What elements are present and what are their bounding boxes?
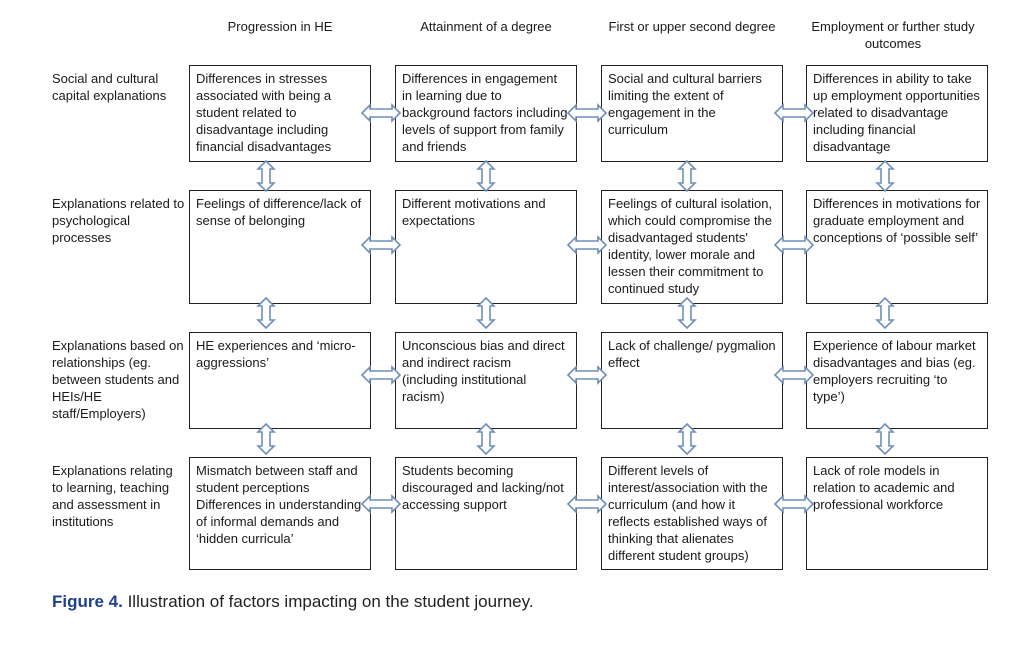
cell-relations-first-upper: Lack of challenge/ pygmalion effect <box>601 332 783 429</box>
double-arrow-v12-c1 <box>257 160 275 192</box>
row-label-learning-teaching: Explanations relating to learning, teach… <box>52 463 173 529</box>
double-arrow-v12-c4 <box>876 160 894 192</box>
cell-social-first-upper: Social and cultural barriers limiting th… <box>601 65 783 162</box>
column-header-progression: Progression in HE <box>227 19 333 34</box>
cell-psych-attainment: Different motivations and expectations <box>395 190 577 304</box>
cell-psych-progression: Feelings of difference/lack of sense of … <box>189 190 371 304</box>
column-header-attainment: Attainment of a degree <box>420 19 552 34</box>
figure-caption: Figure 4. Illustration of factors impact… <box>52 592 534 612</box>
column-header-employment: Employment or further study outcomes <box>811 19 975 51</box>
double-arrow-v12-c3 <box>678 160 696 192</box>
cell-social-employment: Differences in ability to take up employ… <box>806 65 988 162</box>
cell-learning-progression: Mismatch between staff and student perce… <box>189 457 371 570</box>
row-label-relationships: Explanations based on relationships (eg.… <box>52 338 184 421</box>
cell-learning-attainment: Students becoming discouraged and lackin… <box>395 457 577 570</box>
cell-learning-first-upper: Different levels of interest/association… <box>601 457 783 570</box>
row-label-psychological: Explanations related to psychological pr… <box>52 196 185 245</box>
row-label-social-cultural: Social and cultural capital explanations <box>52 71 167 103</box>
figure-label: Figure 4. <box>52 592 123 611</box>
cell-psych-first-upper: Feelings of cultural isolation, which co… <box>601 190 783 304</box>
cell-social-attainment: Differences in engagement in learning du… <box>395 65 577 162</box>
cell-social-progression: Differences in stresses associated with … <box>189 65 371 162</box>
cell-relations-progression: HE experiences and ‘micro-aggressions’ <box>189 332 371 429</box>
cell-psych-employment: Differences in motivations for graduate … <box>806 190 988 304</box>
column-header-first-upper-second: First or upper second degree <box>608 19 776 34</box>
figure-caption-text: Illustration of factors impacting on the… <box>122 592 534 611</box>
cell-relations-attainment: Unconscious bias and direct and indirect… <box>395 332 577 429</box>
cell-relations-employment: Experience of labour market disadvantage… <box>806 332 988 429</box>
double-arrow-v12-c2 <box>477 160 495 192</box>
cell-learning-employment: Lack of role models in relation to acade… <box>806 457 988 570</box>
